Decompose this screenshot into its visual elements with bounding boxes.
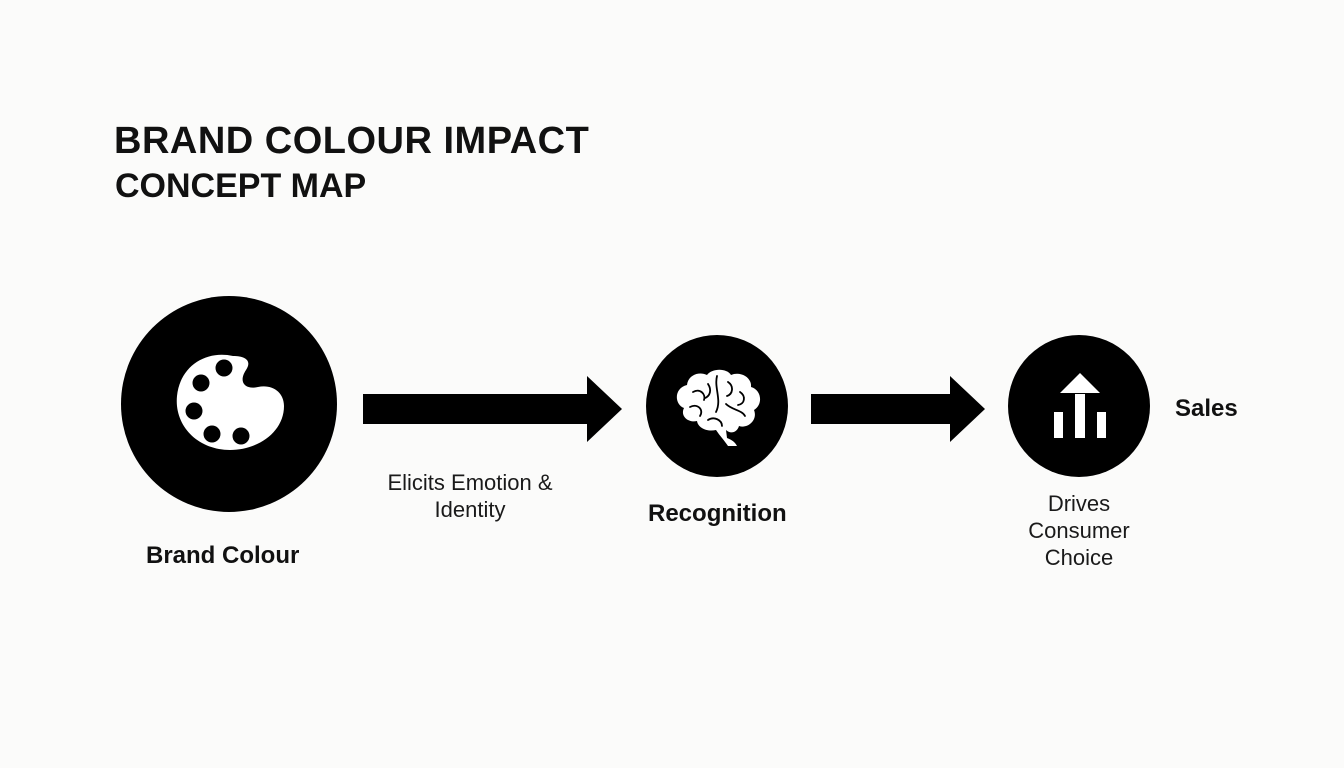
- edge-label-drives-choice: Drives Consumer Choice: [959, 490, 1199, 571]
- edge-label-line: Drives: [1047, 491, 1111, 516]
- node-recognition: [646, 335, 788, 477]
- edge-label-line: Consumer: [1028, 518, 1130, 543]
- edge-arrow-2: [811, 376, 985, 442]
- node-sales: [1008, 335, 1150, 477]
- bar-chart-up-icon: [1054, 373, 1106, 438]
- edge-label-line: Identity: [434, 497, 506, 522]
- page-subtitle: CONCEPT MAP: [115, 167, 367, 205]
- node-label-sales: Sales: [1175, 395, 1238, 422]
- palette-icon: [176, 354, 284, 450]
- edge-arrow-1: [363, 376, 622, 442]
- node-brand-colour: [121, 296, 337, 512]
- node-label-brand-colour: Brand Colour: [146, 542, 300, 569]
- edge-label-line: Choice: [1044, 545, 1114, 570]
- node-label-recognition: Recognition: [648, 500, 787, 527]
- page-title: BRAND COLOUR IMPACT: [114, 120, 590, 162]
- brain-icon: [676, 369, 761, 446]
- edge-label-emotion-identity: Elicits Emotion & Identity: [350, 469, 590, 523]
- edge-label-line: Elicits Emotion &: [387, 470, 553, 495]
